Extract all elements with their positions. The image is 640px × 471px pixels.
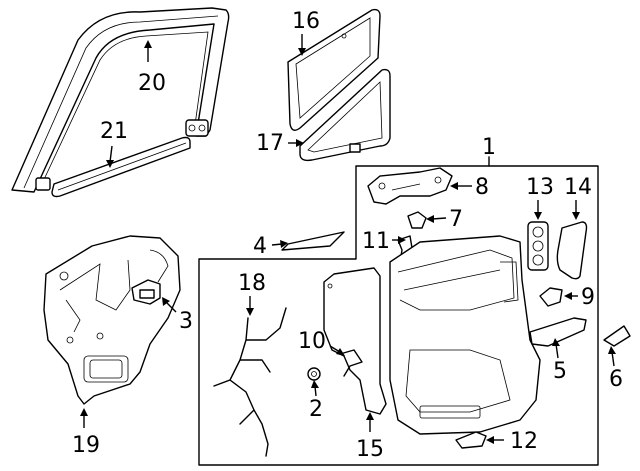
callout-20: 20 <box>138 71 166 96</box>
door-trim-panel <box>389 235 541 435</box>
callout-21: 21 <box>100 119 128 144</box>
part-6-cap <box>603 325 631 347</box>
callout-11: 11 <box>362 229 390 254</box>
callout-14: 14 <box>564 175 592 200</box>
part-21-belt-molding <box>51 136 191 198</box>
part-19-inner-panel <box>43 235 181 405</box>
callout-5: 5 <box>553 359 567 384</box>
assembly-box <box>198 165 599 466</box>
part-12-bracket <box>455 431 487 449</box>
callout-15: 15 <box>356 437 384 462</box>
part-3-latch <box>131 279 161 305</box>
callout-18: 18 <box>238 271 266 296</box>
callout-1: 1 <box>482 135 496 160</box>
part-5-handle <box>529 317 587 347</box>
part-9-switch <box>539 287 563 307</box>
part-8-handle-bracket <box>367 167 453 205</box>
part-10-connector <box>339 349 363 377</box>
callout-13: 13 <box>526 175 554 200</box>
callout-9: 9 <box>581 285 595 310</box>
part-7-clip <box>407 211 427 229</box>
part-15-water-shield <box>323 267 387 415</box>
callout-19: 19 <box>72 433 100 458</box>
part-20-door-frame <box>11 7 230 193</box>
callout-17: 17 <box>256 131 284 156</box>
callout-3: 3 <box>179 309 193 334</box>
callout-12: 12 <box>510 429 538 454</box>
part-16-window-panel <box>287 8 381 131</box>
callout-2: 2 <box>309 397 323 422</box>
part-13-switch-bezel <box>527 221 549 271</box>
callout-4: 4 <box>253 234 267 259</box>
part-17-window-filler <box>299 68 391 162</box>
part-14-cover <box>556 221 588 280</box>
part-18-wire-harness <box>213 307 287 457</box>
part-4-pad <box>281 231 345 251</box>
callout-8: 8 <box>475 175 489 200</box>
callout-10: 10 <box>298 329 326 354</box>
callout-7: 7 <box>449 207 463 232</box>
part-2-grommet <box>307 367 321 381</box>
leader-arrows <box>80 34 616 444</box>
callout-16: 16 <box>292 9 320 34</box>
callout-6: 6 <box>609 367 623 392</box>
